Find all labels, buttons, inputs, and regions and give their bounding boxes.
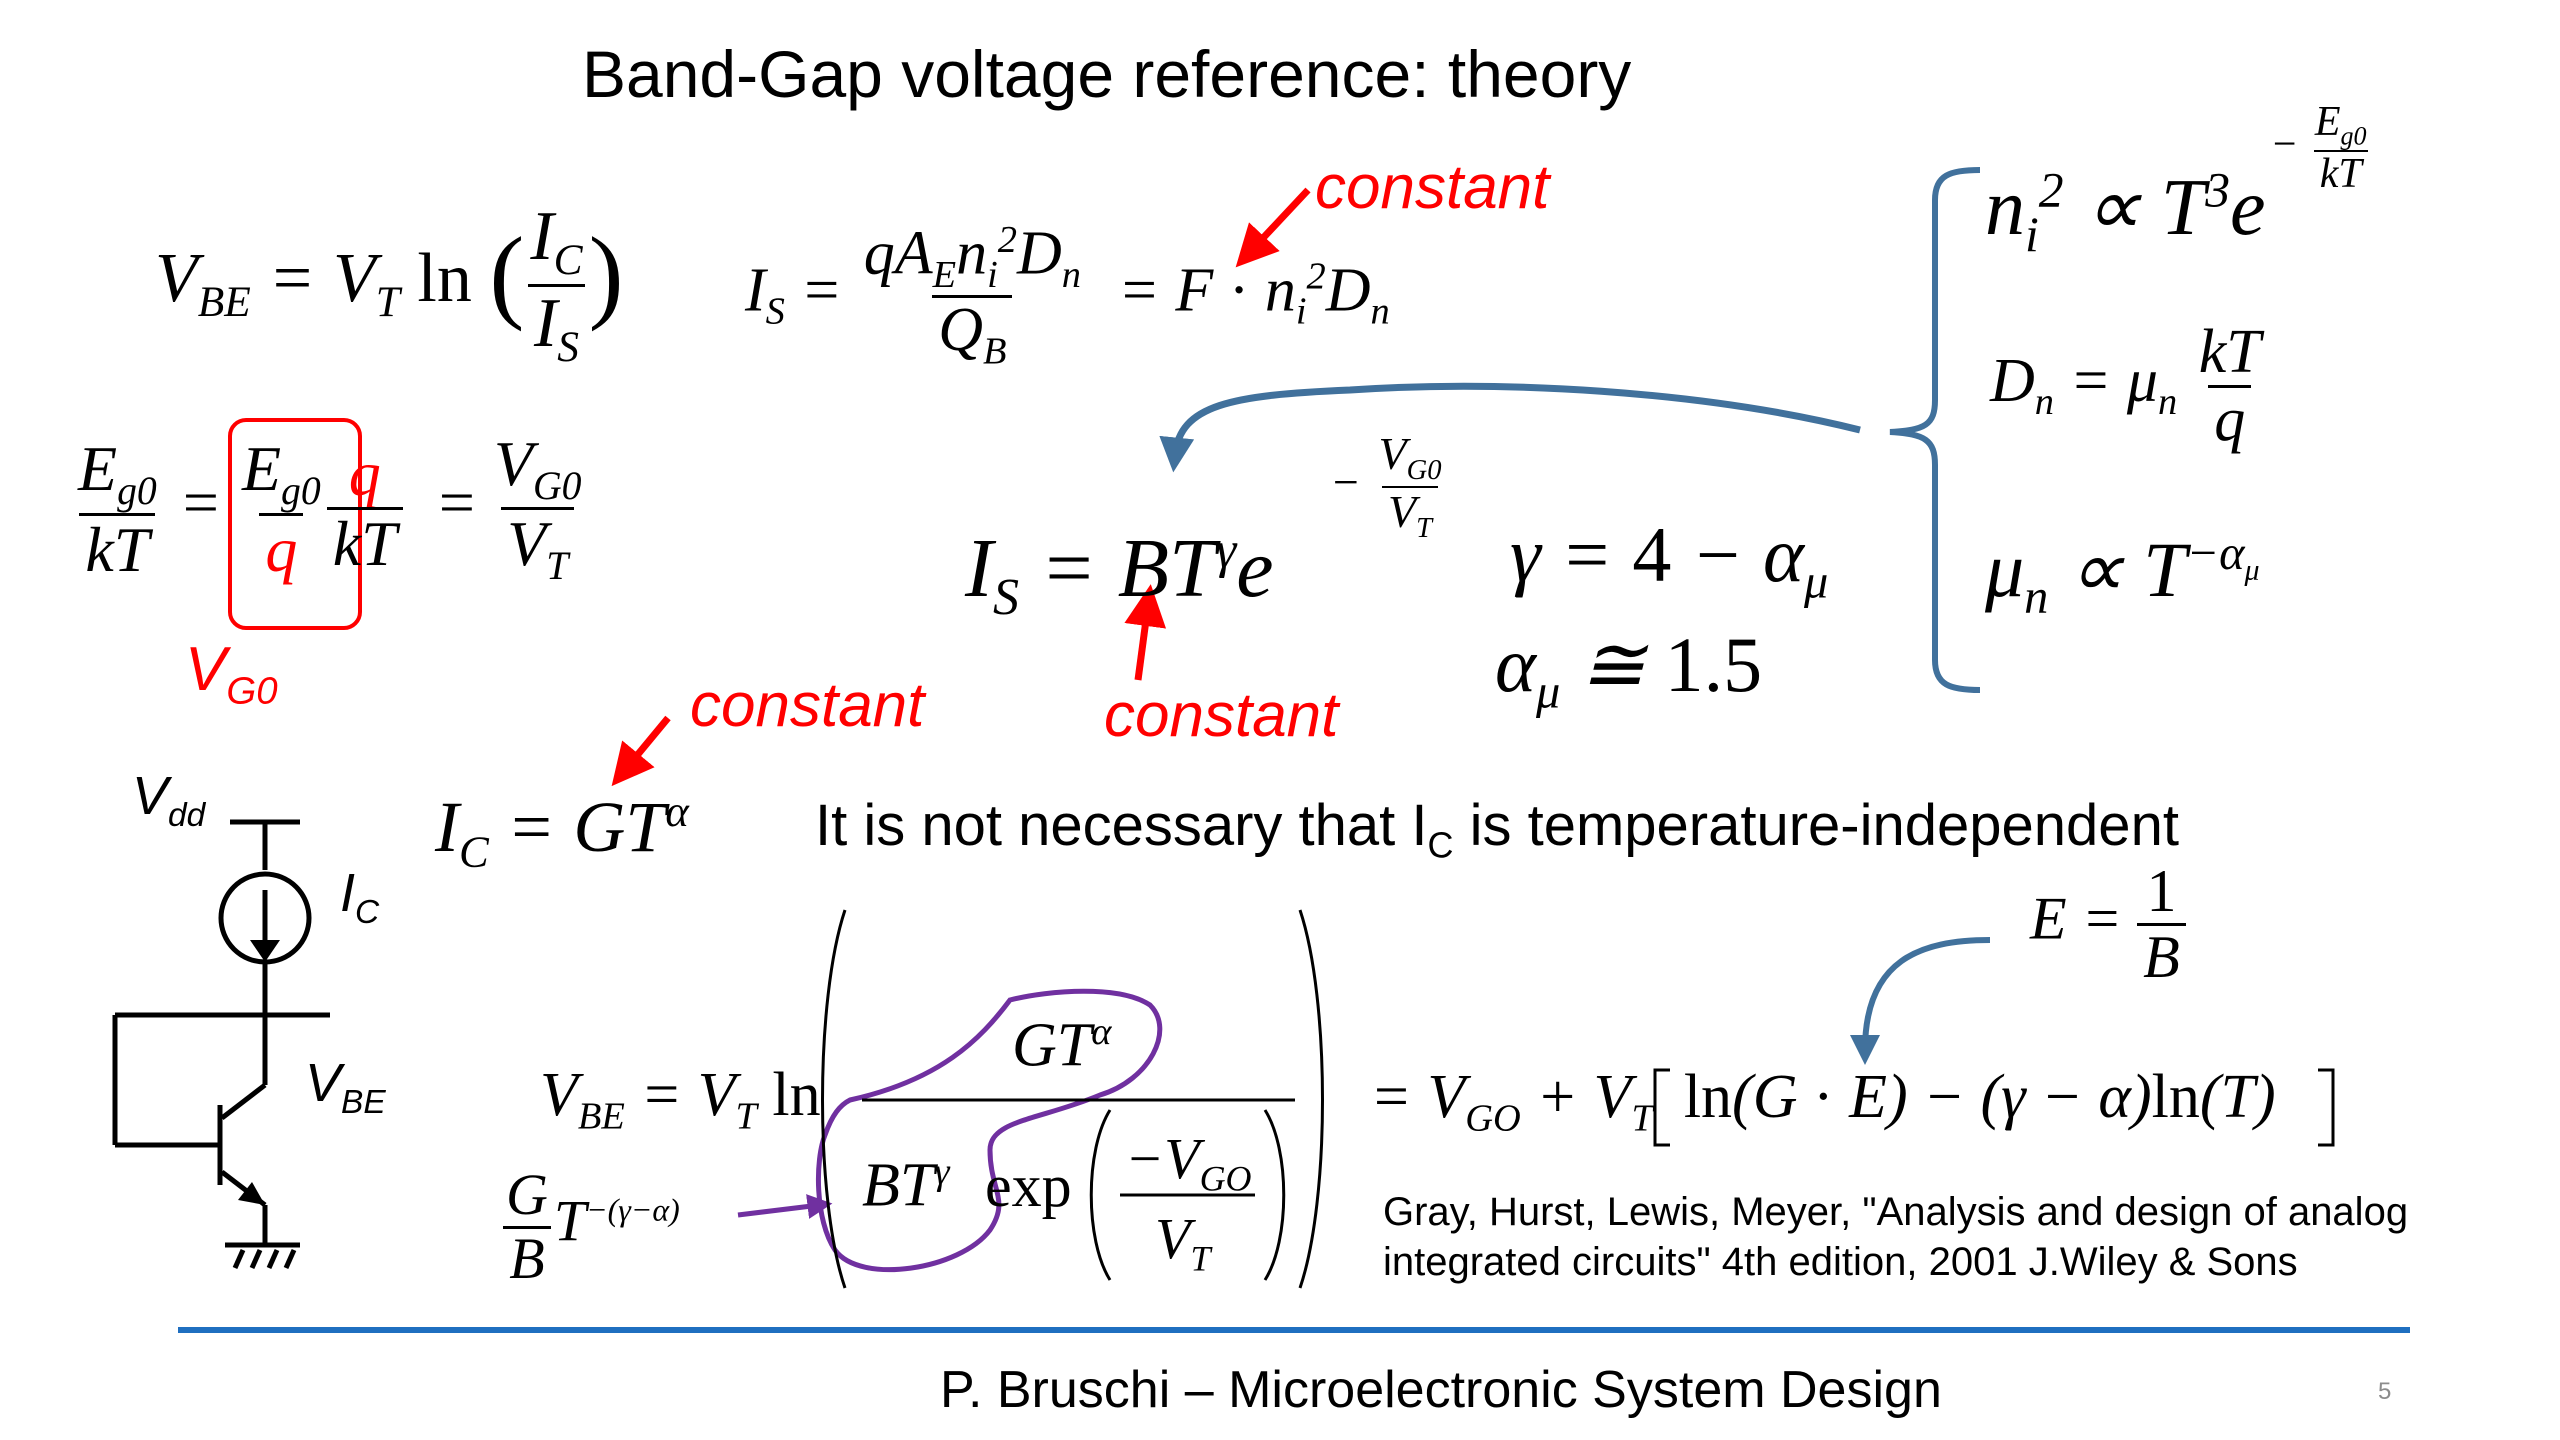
note-temperature-independent: It is not necessary that IC is temperatu… [815, 793, 2179, 866]
denominator-bt-gamma: BTγ [862, 1151, 950, 1220]
exp-paren-right [1263, 1109, 1286, 1281]
exp-paren-left [1089, 1109, 1112, 1281]
exp-denominator: VT [1155, 1206, 1211, 1279]
equation-alpha-mu: αμ ≅ 1.5 [1495, 621, 1763, 719]
ln-bracket-right [2318, 1068, 2335, 1147]
big-paren-right [1298, 909, 1324, 1289]
label-constant-bottom: constant [1104, 681, 1339, 750]
label-constant-top: constant [1315, 153, 1550, 222]
page-number: 5 [2378, 1378, 2392, 1405]
vg0-highlight-box [228, 418, 362, 630]
label-vg0: VG0 [185, 635, 278, 713]
equation-ic: IC = GTα [435, 786, 689, 877]
equation-is-temperature: IS = BTγe [965, 522, 1274, 626]
blue-curve-arrow-e [1850, 937, 1991, 1065]
label-vdd: Vdd [132, 766, 206, 834]
footer-text: P. Bruschi – Microelectronic System Desi… [940, 1361, 1942, 1419]
label-ic: IC [340, 863, 380, 931]
label-vbe: VBE [305, 1053, 386, 1121]
blue-curve-arrow [1159, 382, 1861, 473]
equation-ni: ni2 ∝ T3e [1985, 162, 2266, 262]
bjt-circuit [112, 819, 330, 1270]
denominator-exp: exp [985, 1153, 1072, 1219]
arrow-constant-top [1235, 187, 1311, 268]
big-paren-left [821, 909, 847, 1289]
current-arrow-head [250, 940, 280, 962]
equation-mun: μn ∝ T−αμ [1985, 526, 2260, 624]
label-constant-mid: constant [690, 671, 925, 740]
curly-brace [1889, 167, 1981, 693]
equation-vbe-full-rhs: = VGO + VT ln(G · E) − (γ − α)ln(T) [1370, 1063, 2276, 1140]
equation-gamma: γ = 4 − αμ [1510, 511, 1829, 609]
reference-line-1: Gray, Hurst, Lewis, Meyer, "Analysis and… [1383, 1190, 2409, 1234]
arrow-constant-mid [611, 715, 671, 787]
reference-line-2: integrated circuits" 4th edition, 2001 J… [1383, 1240, 2298, 1284]
slide-title: Band-Gap voltage reference: theory [582, 37, 1632, 111]
emitter-arrow-head [238, 1182, 265, 1205]
numerator-gt-alpha: GTα [1012, 1011, 1112, 1080]
purple-arrow [737, 1194, 833, 1219]
exp-numerator: −VGO [1125, 1126, 1252, 1199]
arrow-constant-bottom [1124, 584, 1167, 681]
equation-vbe-full-lhs: VBE = VT ln [540, 1061, 821, 1138]
ln-bracket-left [1653, 1068, 1670, 1147]
